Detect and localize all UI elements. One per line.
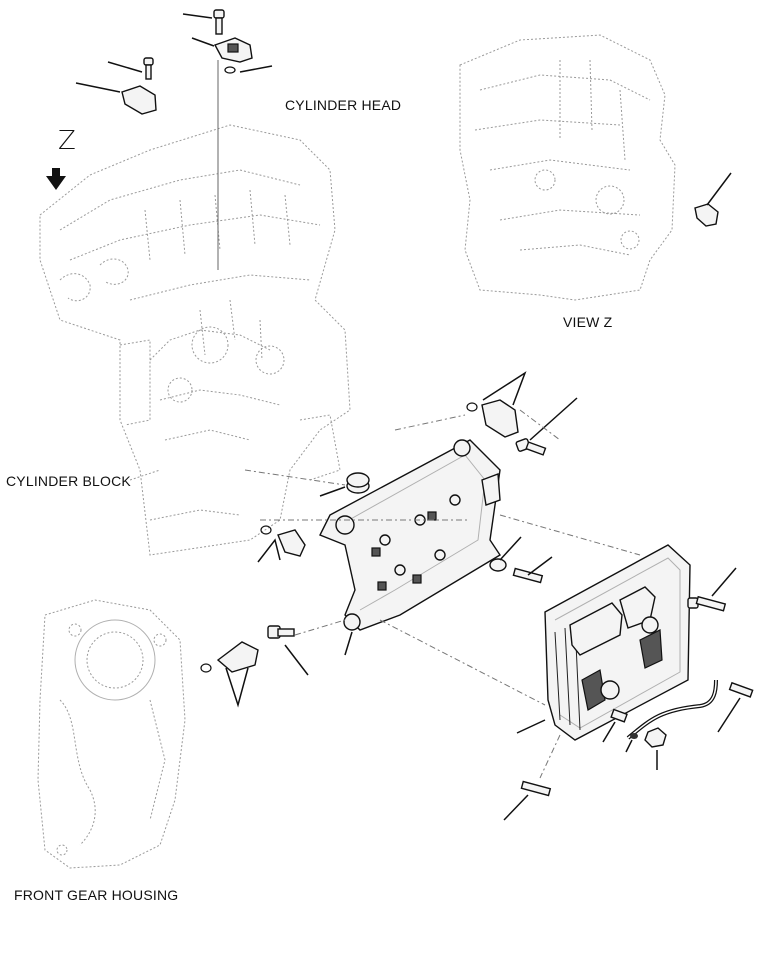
mounting-plate-part	[319, 439, 501, 656]
ecm-leader	[516, 719, 546, 734]
view-z-marker: Z	[58, 126, 77, 156]
nut-part	[644, 727, 667, 770]
speed-sensor-part	[257, 525, 306, 563]
plate-bolt-part	[489, 536, 553, 584]
front-gear-housing-label: FRONT GEAR HOUSING	[14, 887, 179, 903]
small-bolt-part	[602, 708, 628, 743]
ground-washer-part	[625, 733, 638, 753]
view-z-arrow	[46, 168, 66, 190]
view-z-label: VIEW Z	[563, 314, 613, 330]
assembly-centerlines	[244, 409, 641, 779]
view-z-sensor-part	[694, 172, 732, 227]
cam-sensor-part	[466, 371, 527, 438]
ecm-unit-part	[544, 544, 691, 741]
crank-sensor-part	[200, 641, 259, 708]
engine-block-ghost	[39, 124, 351, 556]
ecm-lower-bolt-part	[503, 780, 552, 821]
view-z-ghost	[459, 34, 676, 301]
crank-sensor-bolt-part	[267, 625, 309, 676]
cylinder-head-label: CYLINDER HEAD	[285, 97, 402, 113]
cylinder-block-label: CYLINDER BLOCK	[6, 473, 131, 489]
bracket-bolt-part	[107, 57, 154, 80]
o-ring-part	[224, 65, 273, 74]
top-bolt-part	[182, 9, 225, 35]
ecm-bolt-part	[687, 567, 737, 612]
head-sensor-bracket-part	[191, 37, 253, 63]
strap-bolt-part	[717, 681, 754, 733]
ground-strap-part	[626, 679, 718, 740]
sensor-bracket-part	[75, 82, 157, 115]
cam-sensor-bolt-part	[515, 397, 578, 456]
plate-spacer-part	[319, 472, 370, 497]
front-gear-housing-ghost	[37, 599, 186, 869]
